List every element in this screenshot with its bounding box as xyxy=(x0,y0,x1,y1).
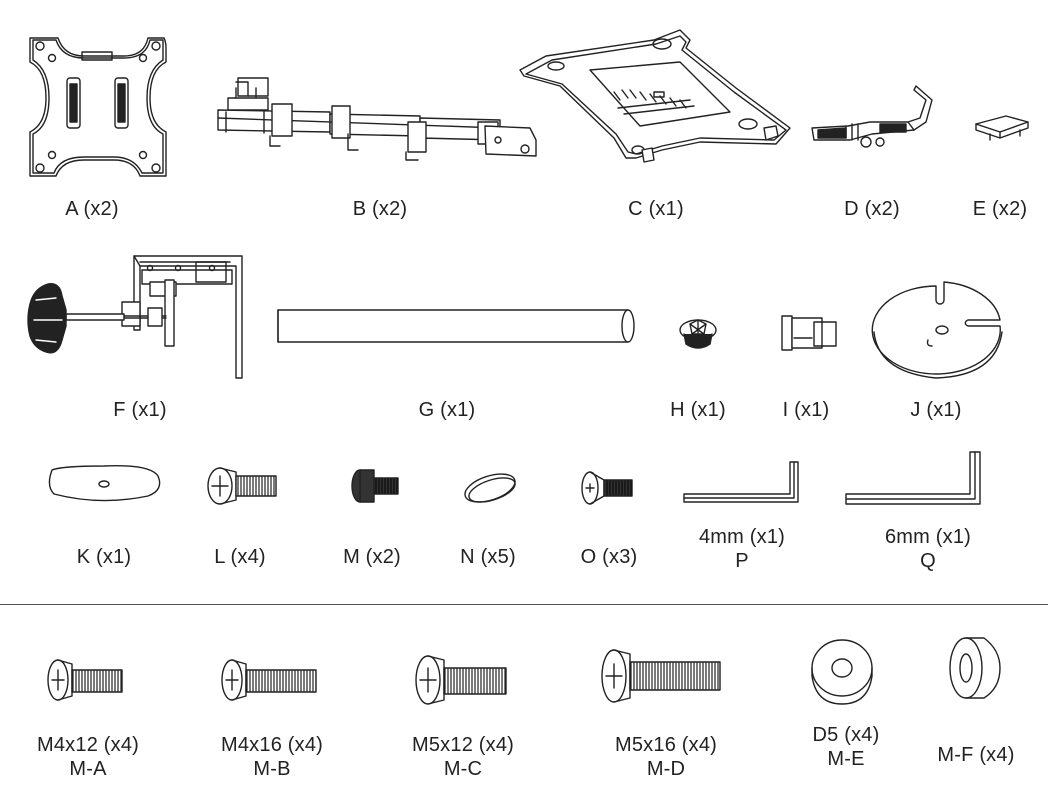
hardware-m-e-code: M-E xyxy=(827,748,865,770)
part-a-vesa-plate-drawing xyxy=(30,38,166,176)
hardware-m-e-spec: D5 (x4) xyxy=(812,724,880,746)
part-h-label: H (x1) xyxy=(670,399,726,421)
part-a-label: A (x2) xyxy=(65,198,119,220)
part-h-cap-drawing xyxy=(680,320,716,348)
hardware-m-f-label: M-F (x4) xyxy=(937,744,1015,766)
part-o-screw-drawing xyxy=(582,472,632,504)
part-f-clamp-drawing xyxy=(28,256,242,378)
part-n-washer-drawing xyxy=(462,469,519,508)
hardware-m-e-washer-drawing xyxy=(812,640,872,704)
hardware-m-a-screw-drawing xyxy=(48,660,122,700)
hardware-m-c-label: M5x12 (x4) M-C xyxy=(412,733,514,781)
part-i-clip-drawing xyxy=(782,316,836,350)
part-q-size: 6mm (x1) xyxy=(884,526,972,548)
part-q-code: Q xyxy=(920,550,936,572)
hardware-m-f-spacer-drawing xyxy=(950,638,1000,698)
hardware-m-a-code: M-A xyxy=(69,758,107,780)
part-c-laptop-tray-drawing xyxy=(520,30,790,162)
hardware-m-b-label: M4x16 (x4) M-B xyxy=(221,733,323,781)
hardware-m-b-screw-drawing xyxy=(222,660,316,700)
hardware-m-c-screw-drawing xyxy=(416,656,506,704)
part-k-plate-drawing xyxy=(49,466,159,501)
part-p-size: 4mm (x1) xyxy=(698,526,786,548)
part-j-label: J (x1) xyxy=(910,399,962,421)
hardware-m-d-code: M-D xyxy=(646,758,686,780)
part-c-label: C (x1) xyxy=(628,198,684,220)
part-p-code: P xyxy=(735,550,749,572)
part-p-label: 4mm (x1) P xyxy=(699,525,785,573)
part-o-label: O (x3) xyxy=(580,546,638,568)
part-d-label: D (x2) xyxy=(844,198,900,220)
hardware-m-d-screw-drawing xyxy=(602,650,720,702)
hardware-m-b-code: M-B xyxy=(253,758,291,780)
part-k-label: K (x1) xyxy=(76,546,132,568)
part-e-label: E (x2) xyxy=(972,198,1028,220)
part-j-base-drawing xyxy=(872,282,1002,378)
section-divider xyxy=(0,604,1048,605)
hardware-m-d-spec: M5x16 (x4) xyxy=(614,734,718,756)
part-f-label: F (x1) xyxy=(113,399,167,421)
hardware-m-b-spec: M4x16 (x4) xyxy=(220,734,324,756)
part-b-arm-drawing xyxy=(218,78,536,160)
hardware-m-e-label: D5 (x4) M-E xyxy=(813,723,880,771)
hardware-m-d-label: M5x16 (x4) M-D xyxy=(615,733,717,781)
part-q-hex-key-drawing xyxy=(846,452,980,504)
part-l-screw-drawing xyxy=(208,468,276,504)
part-b-label: B (x2) xyxy=(352,198,408,220)
part-p-hex-key-drawing xyxy=(684,462,798,502)
part-d-clip-drawing xyxy=(812,86,932,147)
part-n-label: N (x5) xyxy=(460,546,516,568)
hardware-m-a-spec: M4x12 (x4) xyxy=(36,734,140,756)
hardware-m-a-label: M4x12 (x4) M-A xyxy=(37,733,139,781)
part-i-label: I (x1) xyxy=(782,399,830,421)
part-l-label: L (x4) xyxy=(214,546,266,568)
part-q-label: 6mm (x1) Q xyxy=(885,525,971,573)
hardware-m-c-spec: M5x12 (x4) xyxy=(411,734,515,756)
part-m-label: M (x2) xyxy=(343,546,401,568)
part-m-screw-drawing xyxy=(352,470,398,502)
part-g-label: G (x1) xyxy=(418,399,476,421)
part-g-pole-drawing xyxy=(278,310,634,342)
hardware-m-c-code: M-C xyxy=(443,758,483,780)
part-e-cap-drawing xyxy=(976,116,1028,140)
